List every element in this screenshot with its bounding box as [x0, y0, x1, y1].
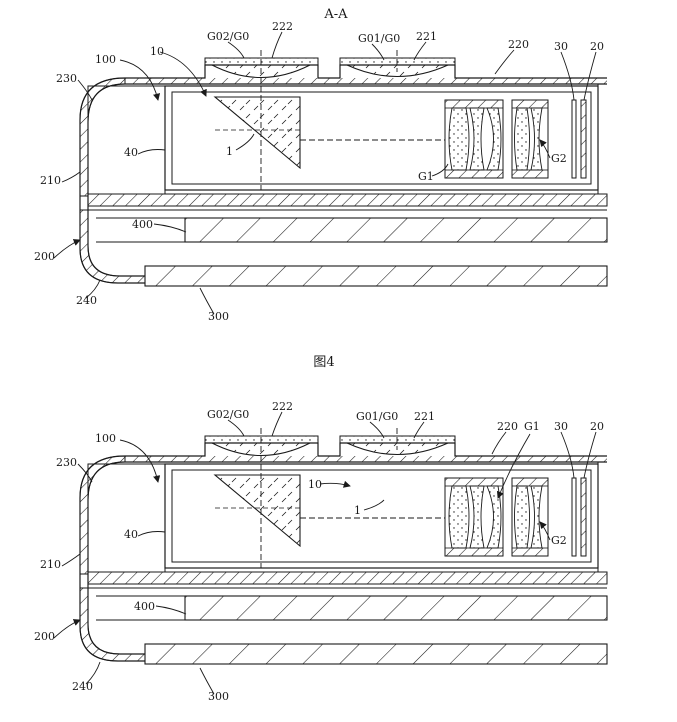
bottom-view: G02/G0 222 G01/G0 221 220 G1 30 20 100 2… — [34, 400, 608, 703]
bottom-label-20: 20 — [590, 420, 604, 433]
bottom-label-222: 222 — [272, 400, 293, 413]
figure-caption: 图4 — [313, 355, 334, 370]
bottom-label-400: 400 — [134, 600, 155, 613]
top-label-1: 1 — [226, 145, 233, 158]
top-label-10: 10 — [150, 45, 164, 58]
bottom-view-structure — [79, 427, 608, 665]
top-label-g1: G1 — [418, 170, 434, 183]
bottom-label-g2: G2 — [551, 534, 567, 547]
bottom-label-240: 240 — [72, 680, 93, 693]
top-label-221: 221 — [416, 30, 437, 43]
top-label-40: 40 — [124, 146, 138, 159]
bottom-label-10: 10 — [308, 478, 322, 491]
top-label-100: 100 — [95, 53, 116, 66]
top-label-210: 210 — [40, 174, 61, 187]
top-label-g02: G02/G0 — [207, 30, 249, 43]
top-view-structure — [79, 49, 608, 287]
bottom-label-30: 30 — [554, 420, 568, 433]
bottom-label-1: 1 — [354, 504, 361, 517]
top-label-400: 400 — [132, 218, 153, 231]
top-leader-lines — [53, 31, 597, 315]
section-title: A-A — [323, 7, 348, 22]
bottom-label-221: 221 — [414, 410, 435, 423]
top-label-222: 222 — [272, 20, 293, 33]
top-label-20: 20 — [590, 40, 604, 53]
top-label-30: 30 — [554, 40, 568, 53]
bottom-label-100: 100 — [95, 432, 116, 445]
top-label-220: 220 — [508, 38, 529, 51]
bottom-label-300: 300 — [208, 690, 229, 703]
bottom-leader-lines — [53, 411, 597, 695]
bottom-label-200: 200 — [34, 630, 55, 643]
bottom-label-40: 40 — [124, 528, 138, 541]
bottom-label-230: 230 — [56, 456, 77, 469]
top-label-g01: G01/G0 — [358, 32, 400, 45]
top-label-200: 200 — [34, 250, 55, 263]
bottom-label-220: 220 — [497, 420, 518, 433]
bottom-label-g02: G02/G0 — [207, 408, 249, 421]
top-label-g2: G2 — [551, 152, 567, 165]
top-label-240: 240 — [76, 294, 97, 307]
top-label-230: 230 — [56, 72, 77, 85]
bottom-label-210: 210 — [40, 558, 61, 571]
top-label-300: 300 — [208, 310, 229, 323]
bottom-label-g1: G1 — [524, 420, 540, 433]
bottom-label-g01: G01/G0 — [356, 410, 398, 423]
